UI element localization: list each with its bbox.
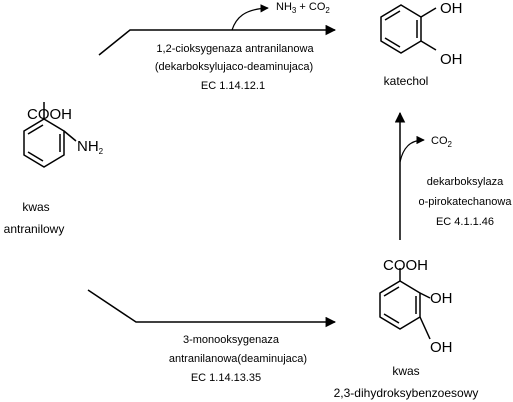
dioxygenase-ec: EC 1.14.12.1 <box>201 80 265 92</box>
decarboxylase-byproduct-label: CO2 <box>431 135 453 149</box>
monooxygenase-enzyme-line2: antranilanowa(deaminujaca) <box>169 353 307 365</box>
anthranilate-cooh-label: COOH <box>27 106 72 123</box>
dhb-structure <box>379 268 431 340</box>
anthranilate-name-line1: kwas <box>22 200 49 214</box>
dioxygenase-enzyme-line1: 1,2-cioksygenaza antranilanowa <box>156 43 314 55</box>
decarboxylase-ec: EC 4.1.1.46 <box>436 216 494 228</box>
catechol-structure <box>380 4 437 54</box>
dioxygenase-enzyme-line2: (dekarboksylujaco-deaminujaca) <box>155 61 313 73</box>
catechol-oh2-label: OH <box>440 51 463 68</box>
anthranilate-name-line2: antranilowy <box>4 222 65 236</box>
decarboxylase-enzyme-line1: dekarboksylaza <box>427 176 504 188</box>
dioxygenase-byproduct-arrow <box>231 4 269 31</box>
dhb-oh2-label: OH <box>430 339 453 356</box>
dioxygenase-byproduct-label: NH3 + CO2 <box>276 1 330 15</box>
dhb-name-line2: 2,3-dihydroksybenzoesowy <box>334 386 479 400</box>
catechol-oh1-label: OH <box>440 0 463 17</box>
monooxygenase-arrow <box>87 289 337 328</box>
monooxygenase-enzyme-line1: 3-monooksygenaza <box>183 334 280 346</box>
monooxygenase-ec: EC 1.14.13.35 <box>191 372 261 384</box>
dhb-cooh-label: COOH <box>383 257 428 274</box>
anthranilate-structure <box>23 102 77 168</box>
catechol-name: katechol <box>384 74 429 88</box>
dhb-name-line1: kwas <box>392 364 419 378</box>
dioxygenase-arrow <box>98 24 337 56</box>
decarboxylase-enzyme-line2: o-pirokatechanowa <box>419 196 513 208</box>
decarboxylase-byproduct-arrow <box>399 135 425 163</box>
dhb-oh1-label: OH <box>430 290 453 307</box>
anthranilate-nh2-label: NH2 <box>77 138 104 156</box>
